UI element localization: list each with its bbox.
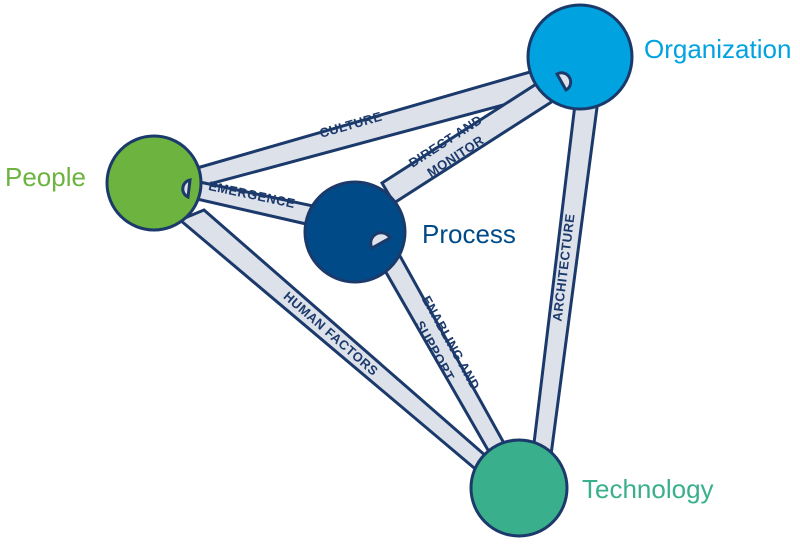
edge-label-human-factors: HUMAN FACTORS [281,288,382,378]
tab-enabling-support [369,231,393,251]
connector-bands [177,68,600,480]
node-label-technology: Technology [582,474,714,504]
node-process-circle [303,180,407,284]
node-label-people: People [5,162,86,192]
tab-direct-monitor [554,71,573,93]
node-technology-circle [469,438,569,538]
node-people-circle [105,134,203,232]
node-label-process: Process [422,219,516,249]
node-organization-circle [526,3,634,111]
node-label-organization: Organization [644,34,791,64]
tab-emergence [181,178,192,200]
